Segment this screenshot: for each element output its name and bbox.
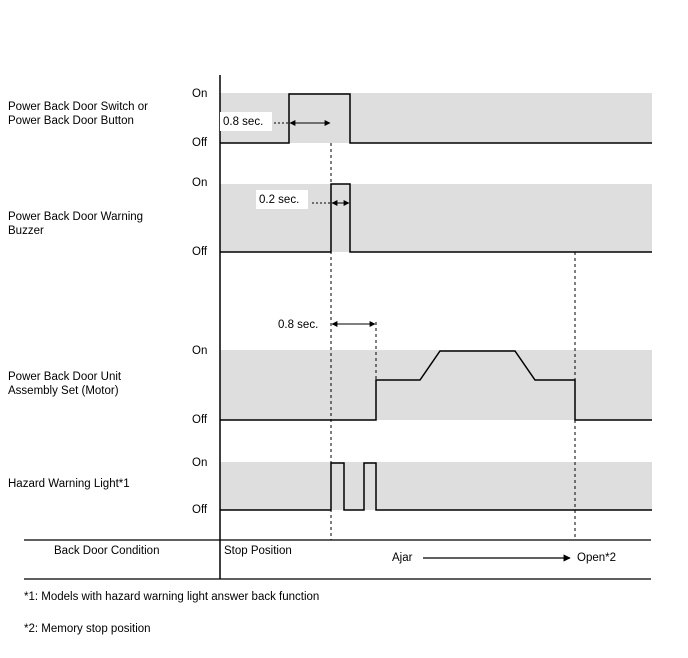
switch-delay-box [220,112,272,131]
condition-stop: Stop Position [224,545,292,557]
switch-waveform [220,93,652,144]
motor-band [220,350,652,420]
motor-signal-label-line2: Assembly Set (Motor) [8,385,119,397]
motor-waveform [220,350,652,421]
motor-delay-label: 0.8 sec. [278,319,318,331]
hazard-signal-label: Hazard Warning Light*1 [8,478,130,490]
switch-band [220,93,652,143]
motor-signal-label-line1: Power Back Door Unit [8,371,122,383]
footnote-1: *1: Models with hazard warning light ans… [24,591,319,603]
buzzer-delay-box [256,190,308,209]
switch-delay-label: 0.8 sec. [223,116,263,128]
buzzer-waveform [220,183,652,253]
condition-header: Back Door Condition [54,545,159,557]
condition-open: Open*2 [577,552,616,564]
hazard-band [220,462,652,510]
switch-signal-label-line1: Power Back Door Switch or [8,101,148,113]
switch-signal-label-line2: Power Back Door Button [8,115,134,127]
footnote-2: *2: Memory stop position [24,623,151,635]
condition-ajar: Ajar [392,552,413,564]
motor-on-label: On [192,345,207,357]
hazard-on-label: On [192,457,207,469]
buzzer-delay-label: 0.2 sec. [259,194,299,206]
switch-on-label: On [192,88,207,100]
motor-off-label: Off [192,414,208,426]
buzzer-signal-label-line2: Buzzer [8,225,44,237]
switch-off-label: Off [192,137,208,149]
buzzer-off-label: Off [192,246,208,258]
hazard-off-label: Off [192,504,208,516]
buzzer-signal-label-line1: Power Back Door Warning [8,211,143,223]
buzzer-on-label: On [192,177,207,189]
